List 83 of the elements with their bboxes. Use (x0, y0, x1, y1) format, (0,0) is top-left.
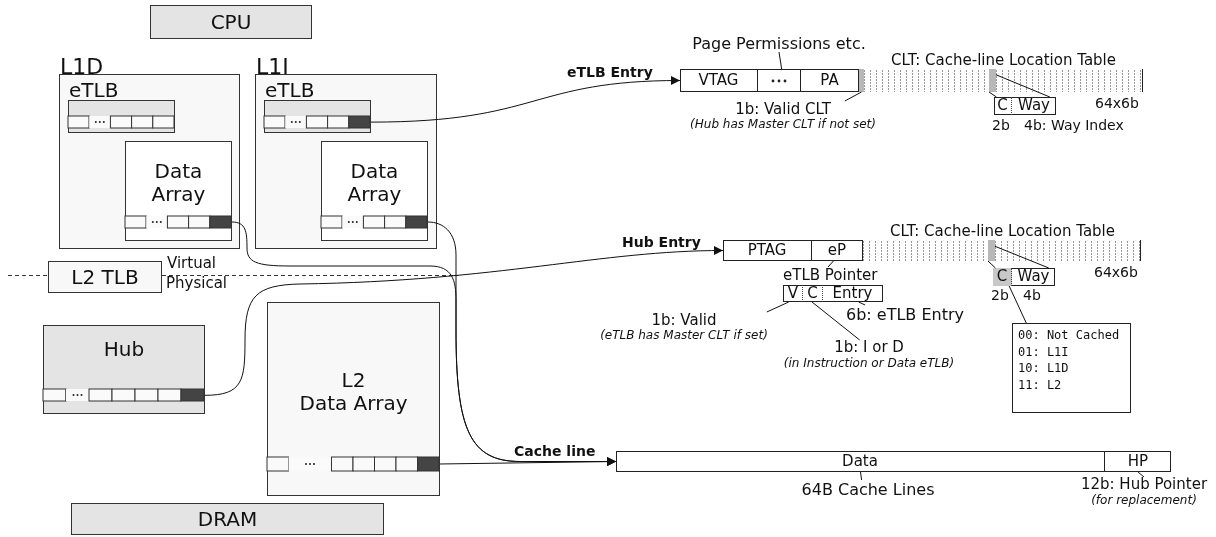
data-array-block (321, 141, 428, 241)
annotation-note: (in Instruction or Data eTLB) (783, 356, 955, 371)
code-entry: 11: L2 (1018, 376, 1062, 393)
annotation-note: (Hub has Master CLT if not set) (690, 118, 876, 133)
field-note: 2b (992, 118, 1010, 132)
box-label: Entry (832, 284, 873, 303)
tlb-box (48, 261, 162, 293)
box-label: Way (1018, 97, 1050, 115)
edge-label: eTLB Entry (566, 64, 654, 80)
box-label: PTAG (747, 241, 787, 260)
arrow (204, 246, 724, 396)
leader-line (987, 260, 996, 269)
box-heading: L1I (256, 56, 289, 78)
record-field (822, 285, 883, 302)
box-label: CPU (210, 10, 252, 34)
edge-label: Hub Entry (621, 234, 702, 250)
boundary-label: Physical (166, 276, 228, 291)
table-entry-mark (989, 69, 996, 92)
processor-box (150, 5, 312, 39)
code-entry: 00: Not Cached (1018, 327, 1120, 344)
leader-line (860, 471, 863, 481)
boundary-label: Virtual (167, 256, 216, 271)
field-note: 4b: Way Index (1024, 118, 1124, 132)
annotation-text: 1b: Valid CLT (735, 101, 831, 118)
box-label: Data (842, 452, 878, 471)
box-label: Data Array (346, 160, 403, 206)
box-label: Way (1017, 268, 1050, 286)
box-label: Data Array (150, 160, 207, 206)
box-label: eP (827, 241, 847, 260)
annotation-note: (eTLB has Master CLT if set) (600, 329, 768, 344)
hub-block (43, 325, 205, 414)
record-field (802, 285, 822, 302)
annotation-text: 64B Cache Lines (804, 480, 932, 498)
leader-line (858, 301, 866, 306)
box-heading: L1D (60, 56, 104, 78)
box-heading: CLT: Cache-line Location Table (890, 224, 1115, 239)
leader-line (766, 301, 790, 313)
arrow (370, 76, 681, 123)
box-label: PA (820, 71, 839, 90)
code-table (1012, 323, 1131, 413)
box-label: C (996, 268, 1008, 286)
leader-line (1008, 285, 1027, 324)
box-label: Data Array (299, 392, 408, 415)
data-array-block (267, 302, 440, 496)
field-note: 64x6b (1095, 96, 1139, 110)
box-label: C (997, 97, 1008, 115)
record-field (783, 285, 802, 302)
field-note: 64x6b (1094, 265, 1138, 279)
valid-bit-field (859, 69, 864, 92)
box-heading: eTLB Pointer (783, 267, 878, 285)
record-field (993, 268, 1012, 286)
box-label: Hub (103, 338, 145, 361)
field-note: 4b (1023, 288, 1041, 302)
box-label: V (787, 284, 799, 303)
box-label: L2 TLB (71, 265, 139, 289)
leader-line (1137, 471, 1145, 478)
leader-line (844, 91, 862, 102)
leader-line (988, 91, 997, 98)
memory-box (71, 503, 384, 535)
code-entry: 10: L1D (1018, 360, 1069, 377)
data-array-block (125, 141, 232, 241)
annotation-text: 12b: Hub Pointer (1080, 476, 1208, 494)
leader-line (827, 260, 834, 268)
table-entry-mark (988, 240, 995, 261)
box-label: DRAM (197, 507, 258, 531)
field-note: 2b (991, 288, 1009, 302)
box-heading: eTLB (69, 80, 119, 100)
edge-label: Cache line (513, 443, 597, 459)
box-label: L2 (341, 369, 366, 392)
box-label: HP (1127, 452, 1149, 471)
code-entry: 01: L1I (1018, 343, 1069, 360)
box-label: VTAG (698, 71, 739, 90)
leader-line (811, 301, 861, 341)
box-label: C (807, 284, 818, 303)
annotation-text: 1b: Valid (651, 312, 717, 329)
annotation-text: Page Permissions etc. (694, 34, 864, 52)
arrow (439, 457, 617, 467)
leader-line (778, 51, 783, 70)
annotation-note: (for replacement) (1091, 493, 1197, 508)
box-heading: eTLB (265, 80, 315, 100)
box-heading: CLT: Cache-line Location Table (891, 53, 1116, 68)
annotation-text: 6b: eTLB Entry (848, 305, 962, 323)
annotation-text: 1b: I or D (834, 339, 904, 357)
